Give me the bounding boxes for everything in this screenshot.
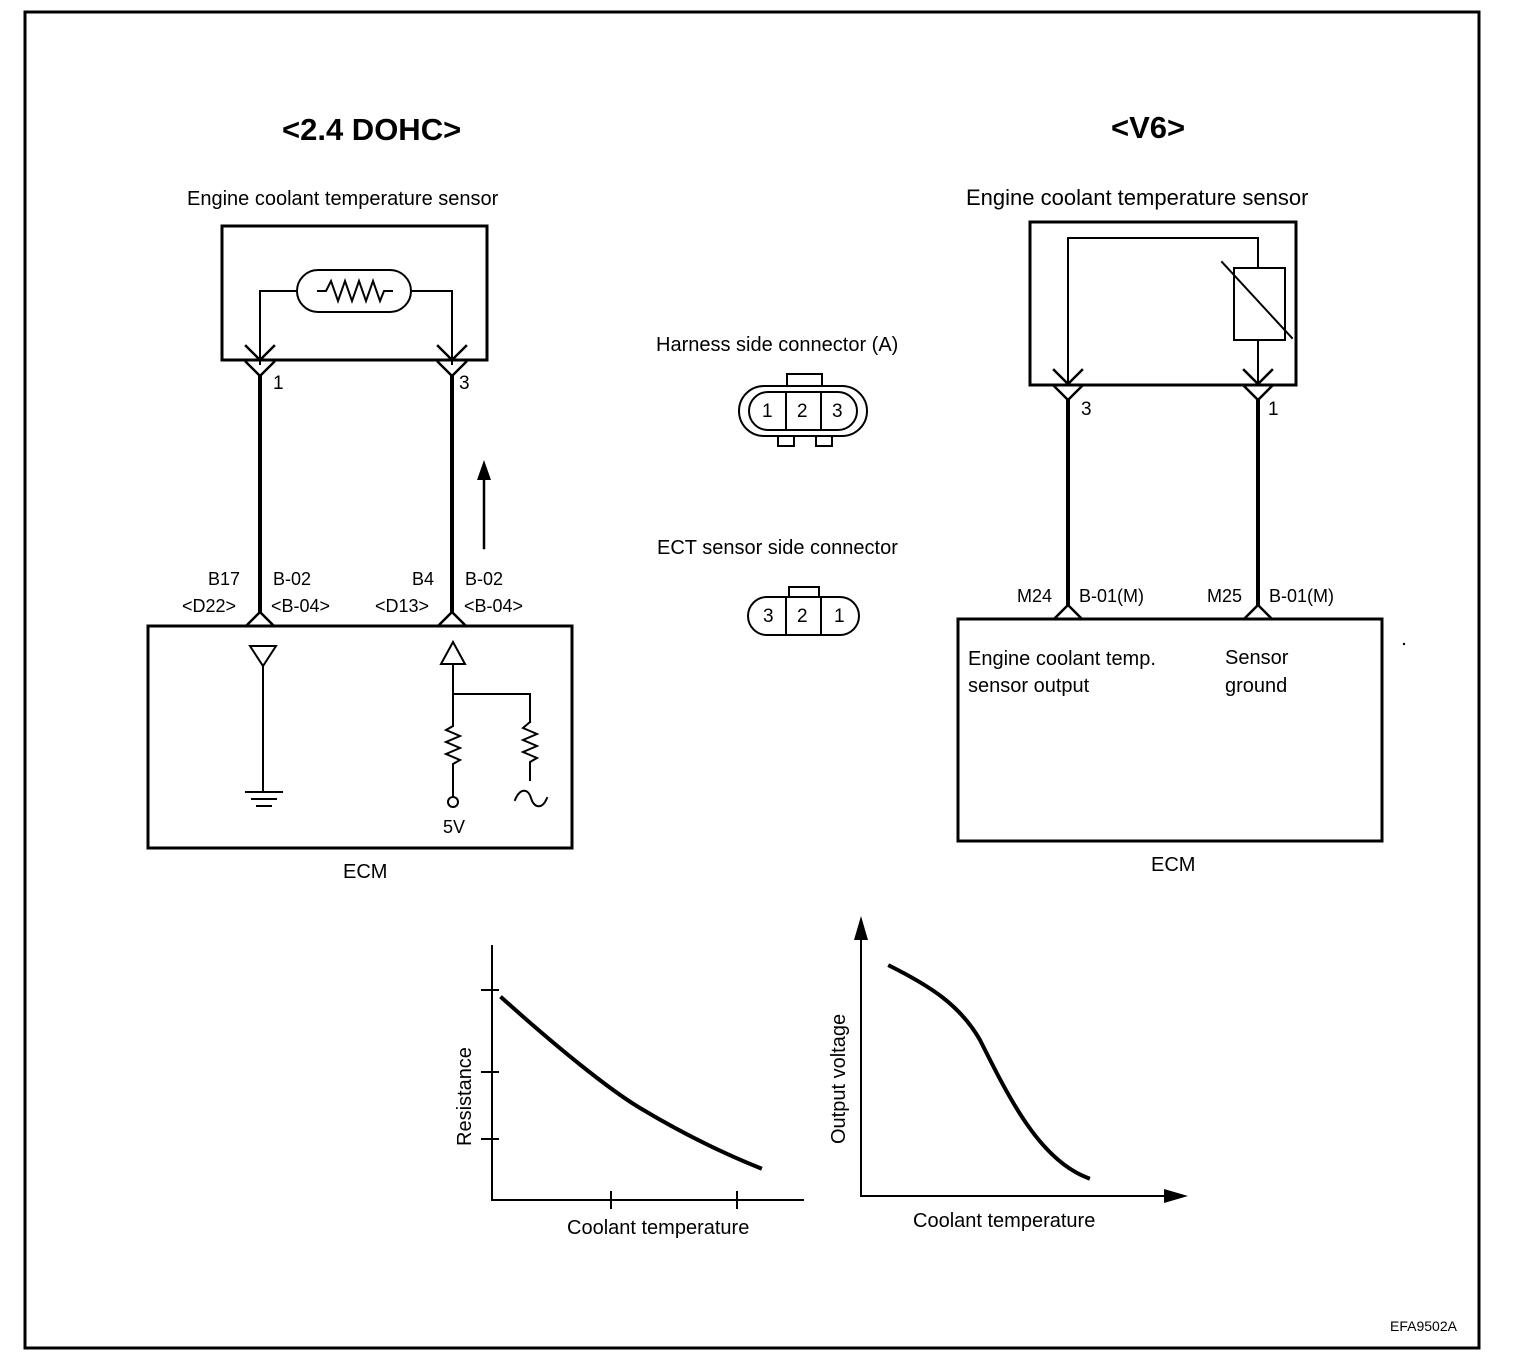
left-ecm-label: ECM	[343, 861, 388, 883]
left-ecm-box	[146, 624, 574, 850]
ecm-input-circuit	[439, 639, 549, 808]
sensor-side-pin-2: 2	[797, 606, 808, 627]
right-thermistor-icon	[1067, 237, 1294, 385]
voltage-axis-label: Output voltage	[828, 1013, 850, 1144]
harness-pin-2: 2	[797, 401, 808, 422]
right-sensor-pin-1: 1	[1268, 399, 1279, 420]
terminal-b4: B4	[412, 569, 435, 589]
sensor-output-label-line1: Engine coolant temp.	[968, 648, 1156, 670]
resistance-axis-label: Resistance	[454, 1047, 476, 1146]
left-thermistor-icon	[259, 269, 453, 365]
left-ecm-pin-chevrons	[244, 610, 468, 628]
voltage-graph-axes	[854, 916, 1188, 1203]
terminal-b04-right: <B-04>	[464, 596, 524, 616]
stray-dot	[1402, 642, 1406, 646]
supply-5v-label: 5V	[443, 817, 466, 837]
right-harness-wires	[1066, 398, 1260, 606]
terminal-m25: M25	[1207, 586, 1243, 606]
ect-sensor-side-connector-shape	[747, 586, 860, 636]
figure-code: EFA9502A	[1390, 1318, 1457, 1334]
resistance-graph-axes	[481, 945, 804, 1209]
right-ecm-label: ECM	[1151, 854, 1196, 876]
sensor-ground-label-line1: Sensor	[1225, 647, 1289, 669]
voltage-x-axis-label: Coolant temperature	[913, 1210, 1096, 1232]
terminal-d13: <D13>	[375, 596, 430, 616]
left-sensor-box	[220, 224, 489, 362]
terminal-b01-right: B-01(M)	[1269, 586, 1335, 606]
harness-pin-3: 3	[832, 401, 843, 422]
sensor-side-pin-1: 1	[834, 606, 845, 627]
harness-side-connector-shape	[738, 373, 868, 447]
terminal-b04-left: <B-04>	[271, 596, 331, 616]
harness-connector-label: Harness side connector (A)	[656, 334, 899, 356]
sensor-side-pin-3: 3	[763, 606, 774, 627]
right-sensor-box	[1028, 220, 1298, 387]
ect-sensor-connector-label: ECT sensor side connector	[657, 537, 898, 559]
signal-direction-arrow-icon	[477, 460, 491, 550]
terminal-b01-left: B-01(M)	[1079, 586, 1145, 606]
terminal-b02-left: B-02	[273, 569, 312, 589]
left-harness-wires	[258, 374, 454, 614]
left-section-title: <2.4 DOHC>	[282, 112, 462, 147]
terminal-m24: M24	[1017, 586, 1053, 606]
sensor-output-label-line2: sensor output	[968, 675, 1090, 697]
left-sensor-pin-3: 3	[459, 373, 470, 394]
resistance-curve	[499, 995, 763, 1171]
left-sensor-pin-1: 1	[273, 373, 284, 394]
right-sensor-pin-3: 3	[1081, 399, 1092, 420]
right-ecm-pin-chevrons	[1052, 603, 1274, 621]
right-section-title: <V6>	[1111, 110, 1186, 145]
ground-symbol-icon	[245, 645, 283, 807]
figure-frame	[23, 10, 1481, 1350]
sensor-ground-label-line2: ground	[1225, 675, 1288, 697]
right-sensor-label: Engine coolant temperature sensor	[966, 185, 1309, 210]
harness-pin-1: 1	[762, 401, 773, 422]
resistance-x-axis-label: Coolant temperature	[567, 1217, 750, 1239]
terminal-b02-right: B-02	[465, 569, 504, 589]
terminal-d22: <D22>	[182, 596, 237, 616]
voltage-curve	[887, 963, 1091, 1181]
right-ecm-box	[956, 617, 1384, 843]
left-sensor-label: Engine coolant temperature sensor	[187, 188, 499, 210]
terminal-b17: B17	[208, 569, 241, 589]
